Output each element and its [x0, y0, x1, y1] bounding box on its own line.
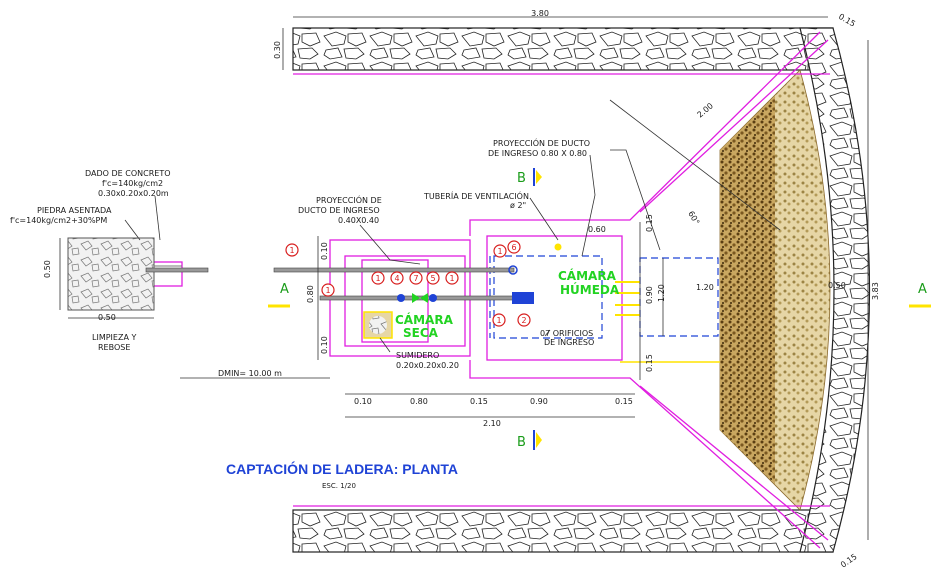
dim-bottom-090: 0.90 [530, 397, 548, 406]
callouts [285, 240, 531, 327]
dim-diag: 2.00 [696, 101, 715, 119]
label-tuberia-2: ø 2" [510, 201, 526, 210]
dimension-lines [59, 16, 869, 540]
bottom-wing-wall [292, 509, 834, 553]
label-orificios-2: DE INGRESO [544, 338, 594, 347]
pipes [145, 243, 720, 363]
drawing-scale: ESC. 1/20 [322, 482, 356, 490]
label-limpieza-1: LIMPIEZA Y [92, 333, 136, 342]
dim-width-120: 1.20 [696, 283, 714, 292]
dim-dado-050v: 0.50 [43, 260, 52, 278]
label-piedra-1: PIEDRA ASENTADA [37, 206, 112, 215]
callout-4: 4 [394, 274, 399, 283]
label-proy-ingreso-2: DE INGRESO 0.80 X 0.80 [488, 149, 587, 158]
dim-right-050: 0.50 [828, 281, 846, 290]
dim-col-015b: 0.15 [645, 354, 654, 372]
dim-bottom-015a: 0.15 [470, 397, 488, 406]
dim-col-120: 1.20 [657, 284, 666, 302]
dim-right-total: 3.83 [871, 282, 880, 300]
section-a-left: A [280, 282, 289, 297]
label-orificios-1: 07 ORIFICIOS [540, 329, 593, 338]
section-b-bottom: B [517, 435, 526, 450]
dim-top-len: 3.80 [531, 9, 549, 18]
drawing-title: CAPTACIÓN DE LADERA: PLANTA [226, 460, 458, 477]
dim-corner-bottom: 0.15 [839, 552, 859, 570]
callout-2: 2 [521, 316, 526, 325]
label-camara-humeda-1: CÁMARA [558, 268, 617, 283]
dim-left-010a: 0.10 [320, 242, 329, 260]
label-proy-ducto-1: PROYECCIÓN DE [316, 194, 382, 205]
dim-width-060: 0.60 [588, 225, 606, 234]
dim-col-015a: 0.15 [645, 214, 654, 232]
label-limpieza-2: REBOSE [98, 343, 130, 352]
label-dado-3: 0.30x0.20x0.20m [98, 189, 169, 198]
dim-top-wall: 0.30 [273, 41, 282, 59]
label-proy-ingreso-1: PROYECCIÓN DE DUCTO [493, 137, 590, 148]
callout-1: 1 [375, 274, 380, 283]
dim-bottom-015b: 0.15 [615, 397, 633, 406]
callout-1: 1 [289, 246, 294, 255]
dim-left-080: 0.80 [306, 285, 315, 303]
callout-1: 1 [325, 286, 330, 295]
label-camara-seca-1: CÁMARA [395, 312, 454, 327]
right-curved-wall [799, 27, 871, 553]
label-proy-ducto-3: 0.40X0.40 [338, 216, 379, 225]
label-tuberia-1: TUBERÍA DE VENTILACIÓN [423, 190, 529, 201]
label-camara-humeda-2: HÚMEDA [560, 282, 620, 297]
gravel-filter [719, 69, 831, 511]
label-sumidero-1: SUMIDERO [396, 351, 439, 360]
label-dado-2: f'c=140kg/cm2 [102, 179, 163, 188]
dim-left-010b: 0.10 [320, 336, 329, 354]
dado-concreto [67, 237, 182, 311]
dim-bottom-080: 0.80 [410, 397, 428, 406]
section-markers [268, 168, 931, 450]
dim-dmin: DMIN= 10.00 m [218, 369, 282, 378]
section-a-right: A [918, 282, 927, 297]
label-piedra-2: f'c=140kg/cm2+30%PM [10, 216, 107, 225]
callout-1: 1 [496, 316, 501, 325]
callout-7: 7 [413, 274, 418, 283]
label-camara-seca-2: SECA [403, 326, 439, 340]
callout-6: 6 [511, 243, 516, 252]
top-wing-wall [292, 27, 834, 71]
dim-dado-050h: 0.50 [98, 313, 116, 322]
label-proy-ducto-2: DUCTO DE INGRESO [298, 206, 380, 215]
section-b-top: B [517, 171, 526, 186]
dim-corner-top: 0.15 [837, 12, 857, 29]
callout-1: 1 [497, 247, 502, 256]
dim-angle: 60° [686, 210, 701, 227]
callout-1: 1 [449, 274, 454, 283]
dim-bottom-010: 0.10 [354, 397, 372, 406]
label-sumidero-2: 0.20x0.20x0.20 [396, 361, 459, 370]
callout-numbers: 1 1 1 4 7 5 1 1 6 1 2 [289, 243, 526, 325]
callout-5: 5 [430, 274, 435, 283]
dim-col-090: 0.90 [645, 286, 654, 304]
leader-lines [124, 149, 661, 353]
label-dado-1: DADO DE CONCRETO [85, 169, 171, 178]
dim-bottom-total: 2.10 [483, 419, 501, 428]
